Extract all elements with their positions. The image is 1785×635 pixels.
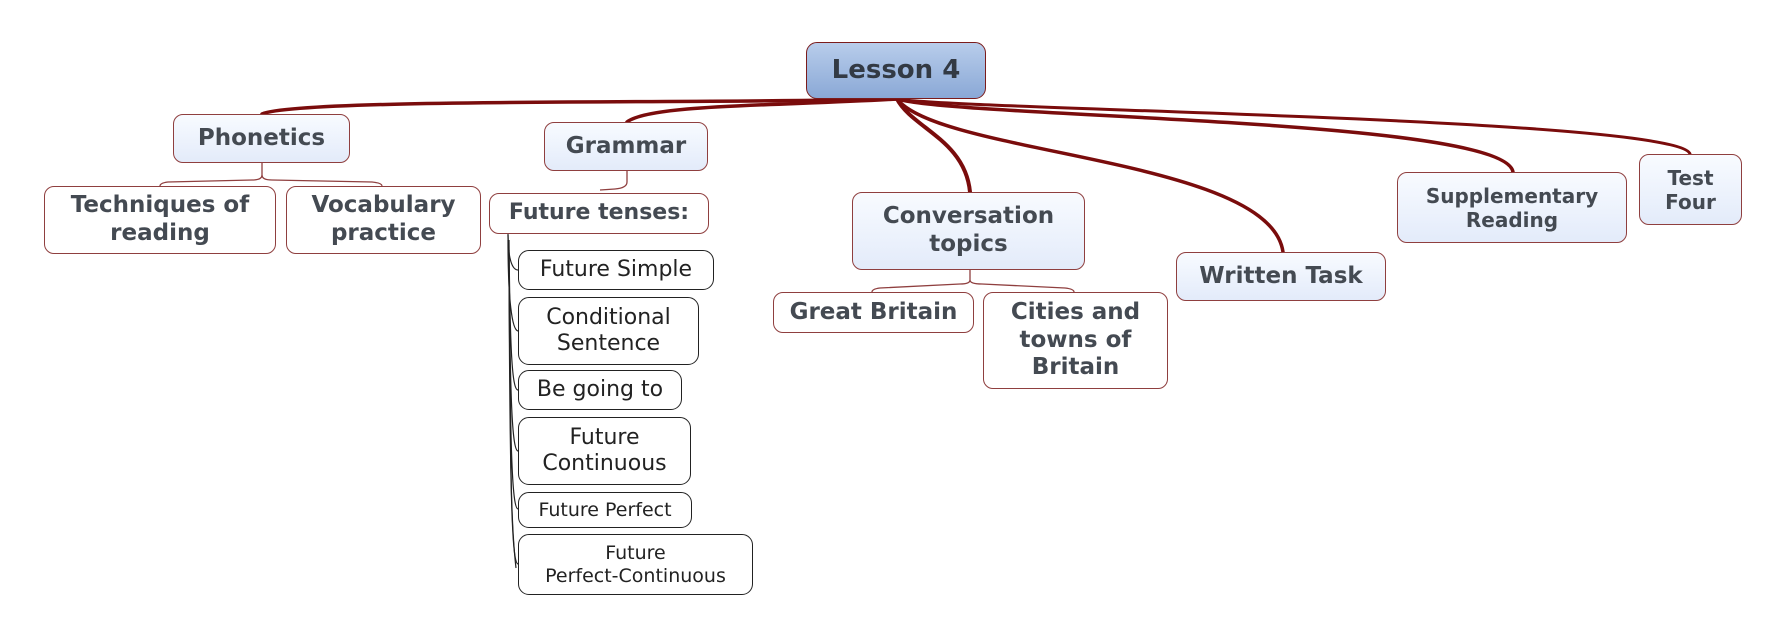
topic-test-four[interactable]: Test Four <box>1639 154 1742 225</box>
future-tense-item-label: Future Continuous <box>542 424 667 476</box>
branch-root-test-four <box>895 97 1692 156</box>
subtopic-cities-and-towns[interactable]: Cities and towns of Britain <box>983 292 1168 389</box>
branch-root-grammar <box>625 97 899 124</box>
topic-written-task-label: Written Task <box>1199 262 1363 289</box>
branch-conditional <box>507 239 519 332</box>
branch-root-written-task <box>895 97 1285 254</box>
subtopic-cities-and-towns-label: Cities and towns of Britain <box>1010 299 1141 381</box>
subtopic-great-britain-label: Great Britain <box>789 298 958 325</box>
topic-conversation[interactable]: Conversation topics <box>852 192 1085 270</box>
future-tense-item-label: Be going to <box>536 376 664 402</box>
sub-branches <box>159 163 1075 293</box>
branch-phonetics-techniques <box>159 163 263 187</box>
root-node[interactable]: Lesson 4 <box>806 42 986 99</box>
topic-supplementary-reading[interactable]: Supplementary Reading <box>1397 172 1627 243</box>
subtopic-techniques-of-reading[interactable]: Techniques of reading <box>44 186 276 254</box>
topic-phonetics-label: Phonetics <box>197 124 326 151</box>
future-tense-item[interactable]: Future Simple <box>518 250 714 290</box>
branch-conversation-cities <box>969 279 1075 293</box>
future-tense-item[interactable]: Future Perfect <box>518 492 692 528</box>
future-tense-item[interactable]: Future Continuous <box>518 417 691 485</box>
subtopic-future-tenses-label: Future tenses: <box>508 200 690 226</box>
branch-root-conversation <box>895 97 972 194</box>
topic-grammar[interactable]: Grammar <box>544 122 708 171</box>
branch-root-supplementary <box>895 97 1515 174</box>
future-tense-item-label: Future Perfect-Continuous <box>545 541 726 587</box>
future-tense-item[interactable]: Future Perfect-Continuous <box>518 534 753 595</box>
subtopic-techniques-of-reading-label: Techniques of reading <box>70 192 250 246</box>
future-tense-item-label: Future Simple <box>539 256 693 282</box>
subtopic-vocabulary-practice-label: Vocabulary practice <box>311 192 456 246</box>
subtopic-future-tenses[interactable]: Future tenses: <box>489 193 709 234</box>
topic-test-four-label: Test Four <box>1665 165 1716 214</box>
future-tense-item[interactable]: Be going to <box>518 370 682 410</box>
branch-root-phonetics <box>260 97 899 116</box>
branch-phonetics-vocabulary <box>261 174 383 187</box>
topic-conversation-label: Conversation topics <box>882 203 1055 257</box>
branch-conversation-great-britain <box>871 270 971 293</box>
future-tense-item-label: Conditional Sentence <box>546 304 671 356</box>
branch-future-perfect-continuous <box>508 269 519 565</box>
root-branches <box>260 97 1692 254</box>
future-tense-item[interactable]: Conditional Sentence <box>518 297 699 365</box>
branch-grammar-future <box>599 171 628 191</box>
root-label: Lesson 4 <box>831 54 961 85</box>
subtopic-vocabulary-practice[interactable]: Vocabulary practice <box>286 186 481 254</box>
topic-supplementary-reading-label: Supplementary Reading <box>1425 183 1599 232</box>
leaf-branches <box>507 233 519 569</box>
subtopic-great-britain[interactable]: Great Britain <box>773 292 974 333</box>
topic-grammar-label: Grammar <box>565 132 687 159</box>
future-tense-item-label: Future Perfect <box>538 498 672 521</box>
topic-phonetics[interactable]: Phonetics <box>173 114 350 163</box>
topic-written-task[interactable]: Written Task <box>1176 252 1386 301</box>
